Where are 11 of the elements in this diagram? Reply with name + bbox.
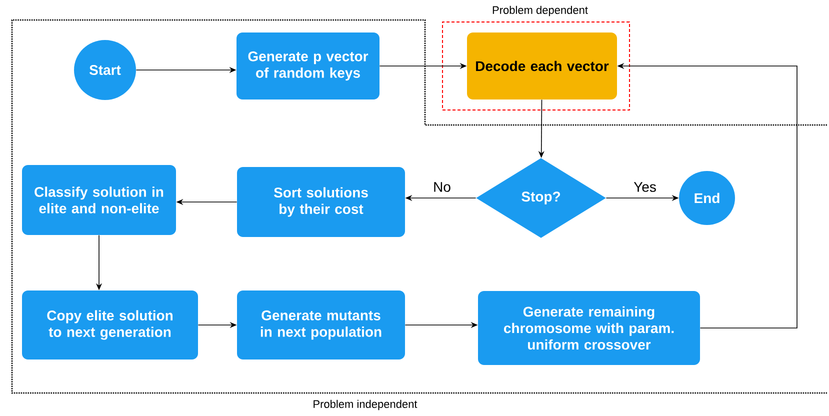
process-box: Decode each vector [467, 32, 617, 100]
process-box: Sort solutions by their cost [237, 167, 405, 237]
edge-label: No [432, 181, 452, 193]
region-label: Problem independent [314, 400, 418, 410]
region-label: Problem dependent [492, 6, 588, 16]
process-box: Classify solution in elite and non-elite [22, 165, 176, 235]
process-box: Copy elite solution to next generation [22, 290, 198, 360]
process-box: Generate mutants in next population [237, 290, 405, 360]
process-box: Generate p vector of random keys [236, 32, 380, 100]
edge-label: Yes [632, 181, 658, 193]
process-box: Generate remaining chromosome with param. uniform crossover [478, 291, 700, 365]
